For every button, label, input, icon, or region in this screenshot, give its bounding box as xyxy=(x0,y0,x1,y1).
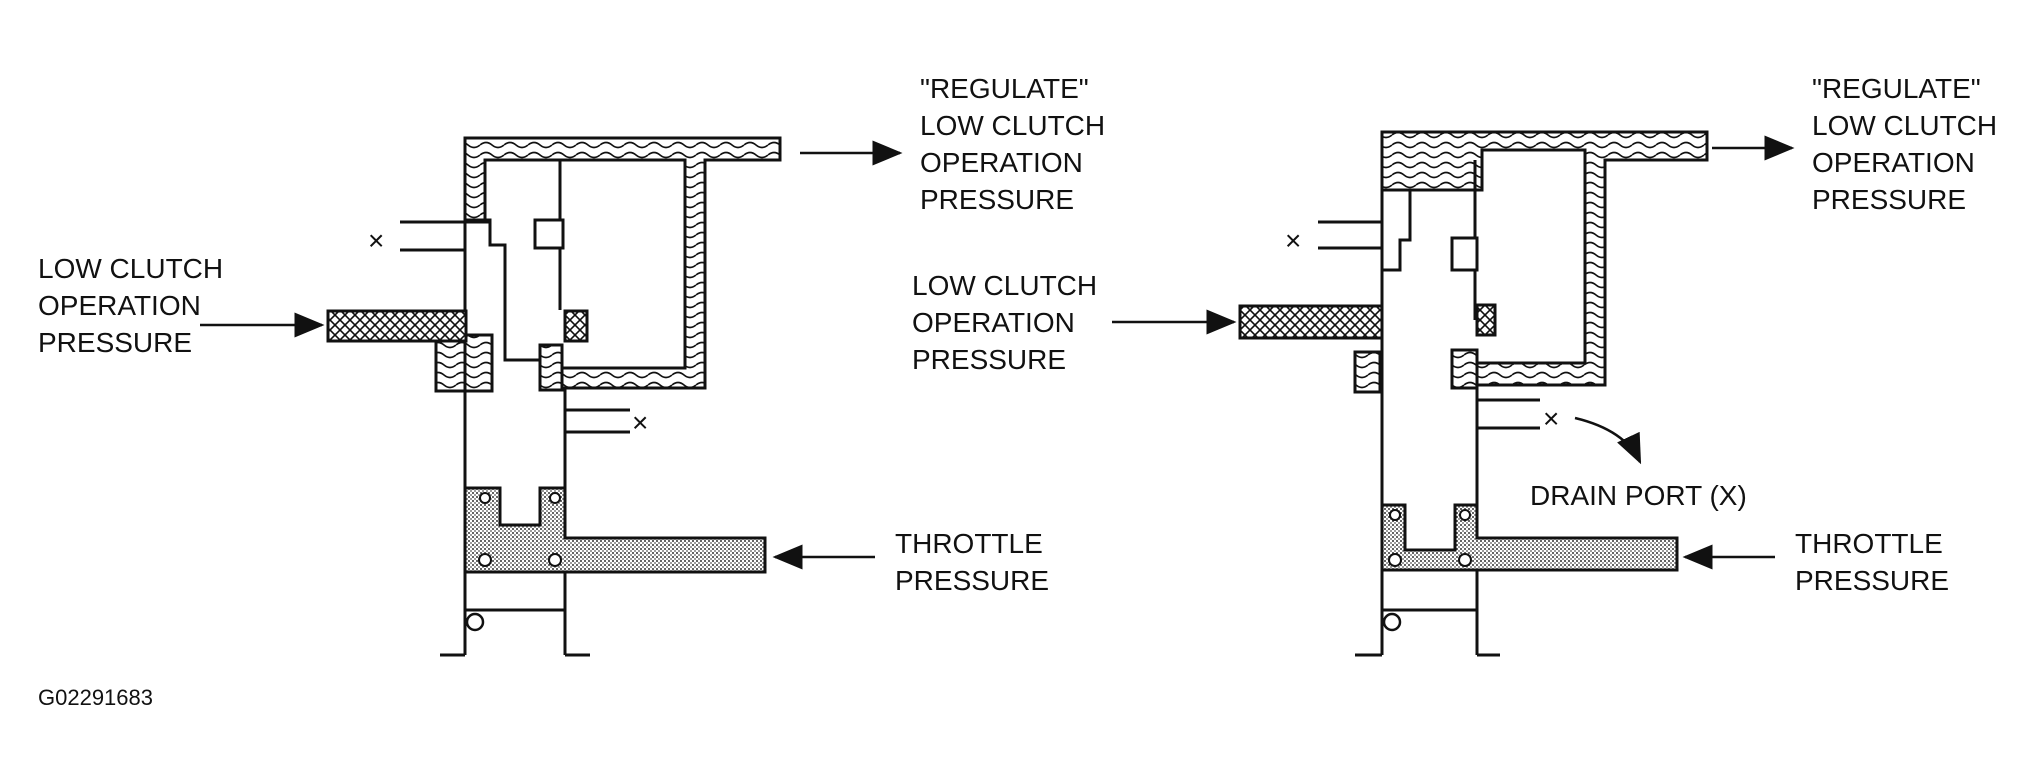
right-valve-view: × × "REGULATE" LOW CLUTCH xyxy=(912,73,2005,657)
right-end-plug xyxy=(1382,608,1477,632)
right-throttle-label: THROTTLE PRESSURE xyxy=(1795,528,1951,596)
left-throttle-passage xyxy=(463,486,767,574)
figure-code: G02291683 xyxy=(38,685,153,710)
right-input-passage xyxy=(1238,304,1384,340)
drain-port-label: DRAIN PORT (X) xyxy=(1530,480,1747,511)
right-valve-bore xyxy=(1355,160,1500,657)
left-end-plug xyxy=(465,608,565,632)
left-exhaust-port-upper: × xyxy=(368,220,490,256)
right-input-label: LOW CLUTCH OPERATION PRESSURE xyxy=(912,270,1105,375)
right-regulate-passage xyxy=(1353,130,1709,394)
left-exhaust-port-lower: × xyxy=(565,407,648,438)
left-throttle-label: THROTTLE PRESSURE xyxy=(895,528,1051,596)
left-valve-view: × × "REGULATE" xyxy=(38,73,1113,657)
left-input-passage xyxy=(326,309,589,343)
right-drain-x-upper: × xyxy=(1285,225,1301,256)
drain-port-arrow xyxy=(1574,416,1642,465)
right-regulate-label: "REGULATE" LOW CLUTCH OPERATION PRESSURE xyxy=(1812,73,2005,215)
left-input-label: LOW CLUTCH OPERATION PRESSURE xyxy=(38,253,231,358)
right-exhaust-port-upper: × xyxy=(1285,220,1382,256)
right-drain-x-lower: × xyxy=(1543,403,1559,434)
right-spool-valve xyxy=(1382,188,1497,337)
left-regulate-passage xyxy=(434,136,782,393)
left-valve-bore xyxy=(440,160,590,657)
right-exhaust-port-lower: × xyxy=(1477,398,1559,434)
left-regulate-label: "REGULATE" LOW CLUTCH OPERATION PRESSURE xyxy=(920,73,1113,215)
left-drain-x-upper: × xyxy=(368,225,384,256)
right-throttle-passage xyxy=(1380,503,1679,572)
left-spool-valve xyxy=(465,218,565,390)
left-drain-x-lower: × xyxy=(632,407,648,438)
